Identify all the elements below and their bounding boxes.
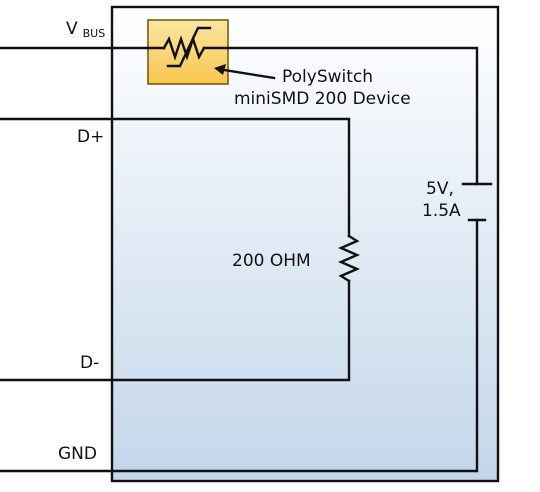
polyswitch-label-line2: miniSMD 200 Device <box>234 89 411 109</box>
vbus-wire-out <box>226 46 479 186</box>
d-minus-label: D- <box>80 353 99 373</box>
d-plus-label: D+ <box>77 127 104 147</box>
polyswitch-label-line1: PolySwitch <box>282 67 373 87</box>
d-plus-wire <box>0 117 351 238</box>
supply-label-line1: 5V, <box>426 179 454 199</box>
callout-arrow <box>214 64 276 80</box>
ptc-thermistor-symbol <box>146 26 230 68</box>
d-minus-wire <box>0 279 351 382</box>
resistor-200-ohm <box>338 234 360 283</box>
resistor-label: 200 OHM <box>232 251 311 271</box>
vbus-subscript: BUS <box>83 27 106 40</box>
device-panel <box>110 5 500 483</box>
supply-return-wire <box>0 218 479 473</box>
supply-label-line2: 1.5A <box>422 201 461 221</box>
gnd-label: GND <box>58 444 97 464</box>
